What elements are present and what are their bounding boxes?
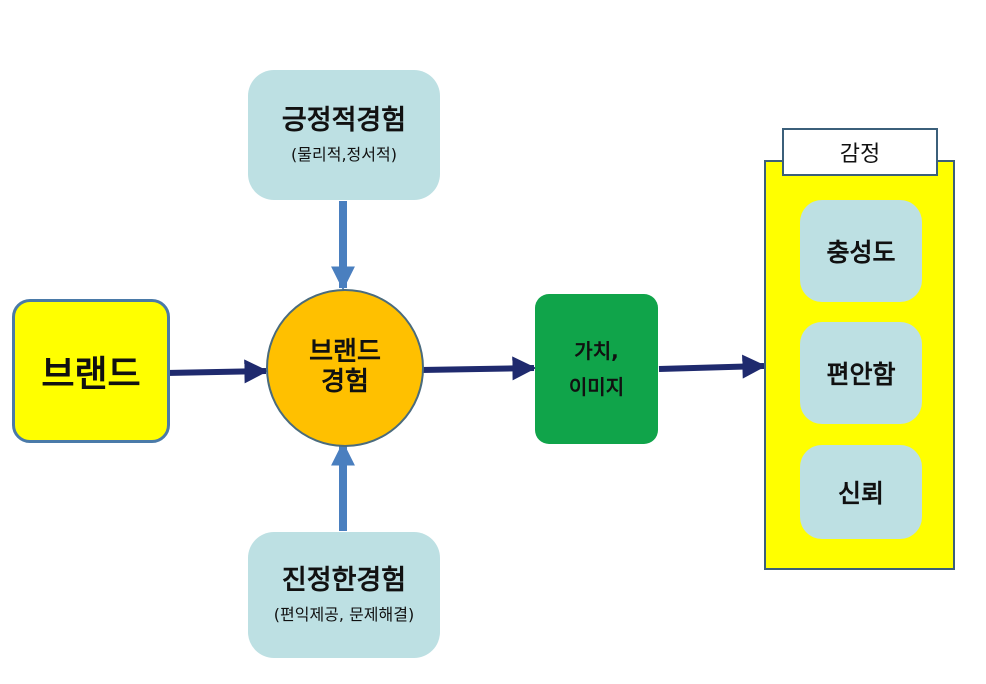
authentic-experience-subtitle: (편익제공, 문제해결) bbox=[273, 604, 415, 624]
positive-experience-subtitle: (물리적,정서적) bbox=[291, 144, 397, 164]
emotion-header: 감정 bbox=[782, 128, 938, 176]
brand-box: 브랜드 bbox=[12, 299, 170, 443]
arrow-brand-to-experience bbox=[165, 359, 269, 384]
value-image-box: 가치, 이미지 bbox=[535, 294, 658, 444]
positive-experience-title: 긍정적경험 bbox=[281, 105, 407, 137]
brand-label: 브랜드 bbox=[41, 354, 141, 395]
emotion-item-label: 신뢰 bbox=[837, 479, 884, 508]
emotion-item-label: 편안함 bbox=[826, 360, 896, 389]
brand-experience-line1: 브랜드 bbox=[309, 337, 381, 368]
arrow-experience-to-value bbox=[420, 356, 537, 381]
value-image-line1: 가치, bbox=[574, 339, 619, 363]
emotion-item-loyalty: 충성도 bbox=[800, 200, 922, 302]
authentic-experience-title: 진정한경험 bbox=[281, 565, 407, 597]
brand-experience-line2: 경험 bbox=[321, 367, 369, 397]
brand-experience-circle: 브랜드 경험 bbox=[266, 289, 424, 447]
emotion-header-label: 감정 bbox=[839, 142, 881, 167]
positive-experience-box: 긍정적경험 (물리적,정서적) bbox=[248, 70, 440, 200]
arrow-value-to-emotion bbox=[658, 354, 767, 379]
value-image-line2: 이미지 bbox=[568, 375, 625, 399]
emotion-item-comfort: 편안함 bbox=[800, 322, 922, 424]
authentic-experience-box: 진정한경험 (편익제공, 문제해결) bbox=[248, 532, 440, 658]
emotion-item-trust: 신뢰 bbox=[800, 445, 922, 539]
emotion-item-label: 충성도 bbox=[826, 238, 896, 267]
